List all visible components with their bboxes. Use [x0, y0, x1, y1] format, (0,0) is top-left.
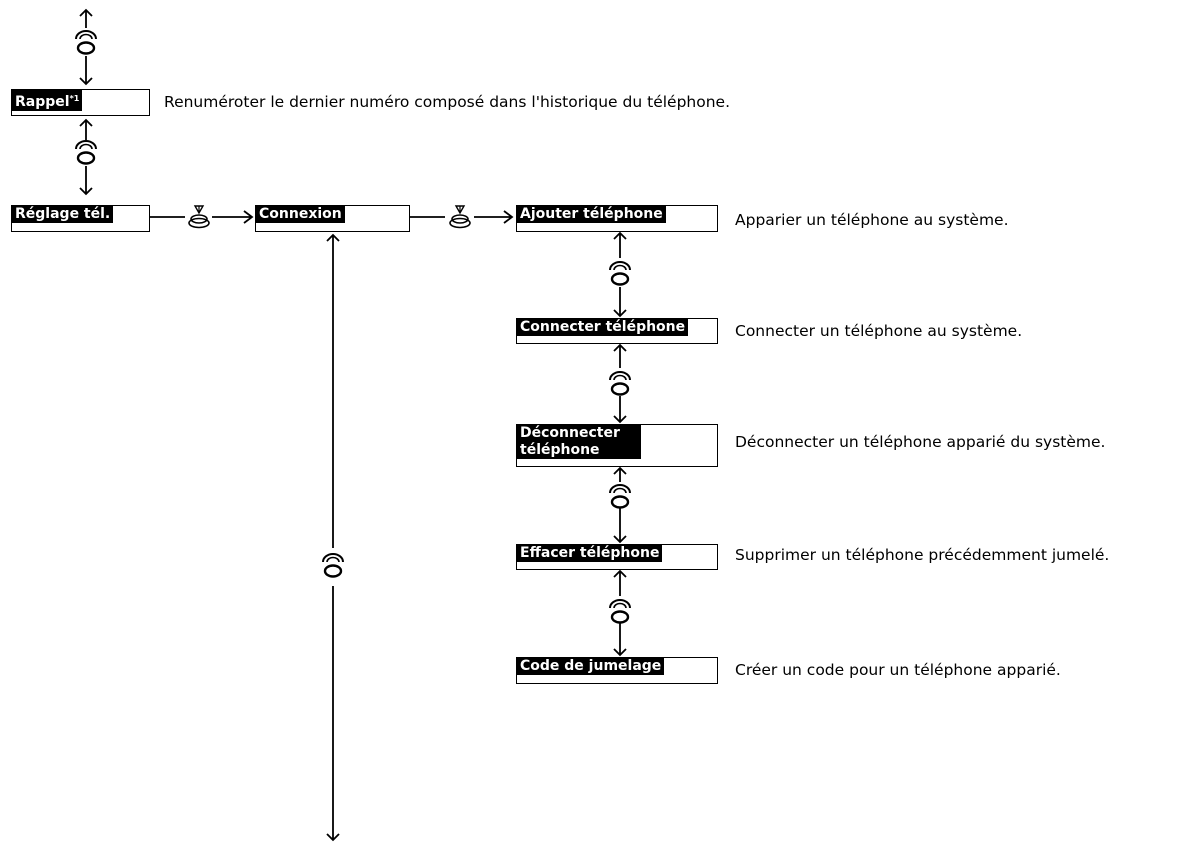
connexion-loop-connector — [326, 233, 340, 842]
horizontal-connectors — [150, 210, 514, 224]
menu-item-connexion-label: Connexion — [256, 206, 345, 223]
menu-item-connexion: Connexion — [255, 205, 410, 232]
selector-knob-rotate-icon — [321, 552, 345, 578]
menu-item-effacer-telephone-label: Effacer téléphone — [517, 545, 663, 562]
right-column-connectors — [613, 231, 627, 657]
menu-item-code-de-jumelage: Code de jumelage — [516, 657, 718, 684]
connecter-telephone-description: Connecter un téléphone au système. — [735, 322, 1023, 340]
menu-item-effacer-telephone: Effacer téléphone — [516, 544, 718, 570]
menu-item-connecter-telephone: Connecter téléphone — [516, 318, 718, 344]
footnote-marker: *1 — [69, 94, 80, 103]
menu-item-deconnecter-telephone: Déconnecter téléphone — [516, 424, 718, 467]
selector-knob-rotate-icon — [608, 598, 632, 624]
menu-item-code-de-jumelage-label: Code de jumelage — [517, 658, 665, 675]
left-column-connectors — [79, 8, 93, 196]
ajouter-telephone-description: Apparier un téléphone au système. — [735, 211, 1009, 229]
menu-item-reglage-tel-label: Réglage tél. — [12, 206, 114, 223]
menu-item-ajouter-telephone-label: Ajouter téléphone — [517, 206, 666, 223]
selector-knob-press-icon — [449, 205, 471, 229]
menu-item-deconnecter-telephone-label: Déconnecter téléphone — [517, 425, 641, 459]
menu-item-connecter-telephone-label: Connecter téléphone — [517, 319, 689, 336]
effacer-telephone-description: Supprimer un téléphone précédemment jume… — [735, 546, 1110, 564]
selector-knob-rotate-icon — [608, 370, 632, 396]
code-de-jumelage-description: Créer un code pour un téléphone apparié. — [735, 661, 1061, 679]
menu-item-ajouter-telephone: Ajouter téléphone — [516, 205, 718, 232]
selector-knob-rotate-icon — [608, 483, 632, 509]
selector-knob-press-icon — [188, 205, 210, 229]
menu-item-rappel-label: Rappel*1 — [12, 90, 83, 111]
selector-knob-rotate-icon — [608, 260, 632, 286]
menu-item-rappel: Rappel*1 — [11, 89, 150, 116]
deconnecter-telephone-description: Déconnecter un téléphone apparié du syst… — [735, 433, 1106, 451]
menu-item-reglage-tel: Réglage tél. — [11, 205, 150, 232]
selector-knob-rotate-icon — [74, 29, 98, 55]
selector-knob-rotate-icon — [74, 139, 98, 165]
rappel-description: Renuméroter le dernier numéro composé da… — [164, 93, 730, 111]
